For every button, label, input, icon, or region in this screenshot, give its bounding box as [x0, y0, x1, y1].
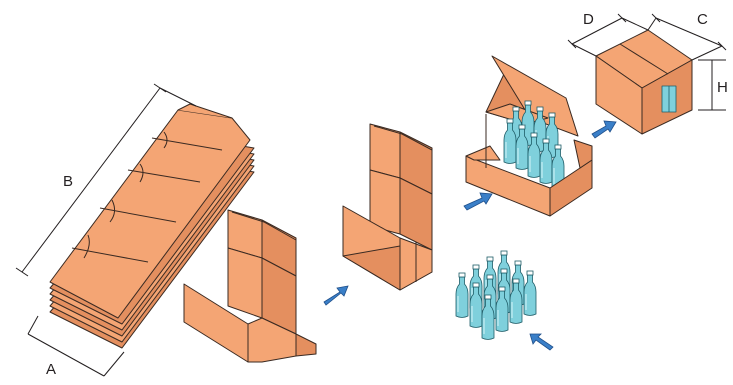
flow-arrow-4	[592, 121, 616, 138]
label-b: B	[63, 173, 73, 190]
sealed-box	[596, 30, 692, 134]
label-a: A	[46, 361, 56, 378]
bottle-group	[456, 251, 536, 340]
label-c: C	[697, 11, 708, 28]
flow-arrow-2	[464, 193, 492, 210]
flow-arrow-3	[530, 334, 553, 350]
label-d: D	[583, 11, 594, 28]
label-h: H	[717, 79, 728, 96]
flow-arrow-1	[324, 286, 348, 305]
folded-box	[343, 124, 432, 290]
